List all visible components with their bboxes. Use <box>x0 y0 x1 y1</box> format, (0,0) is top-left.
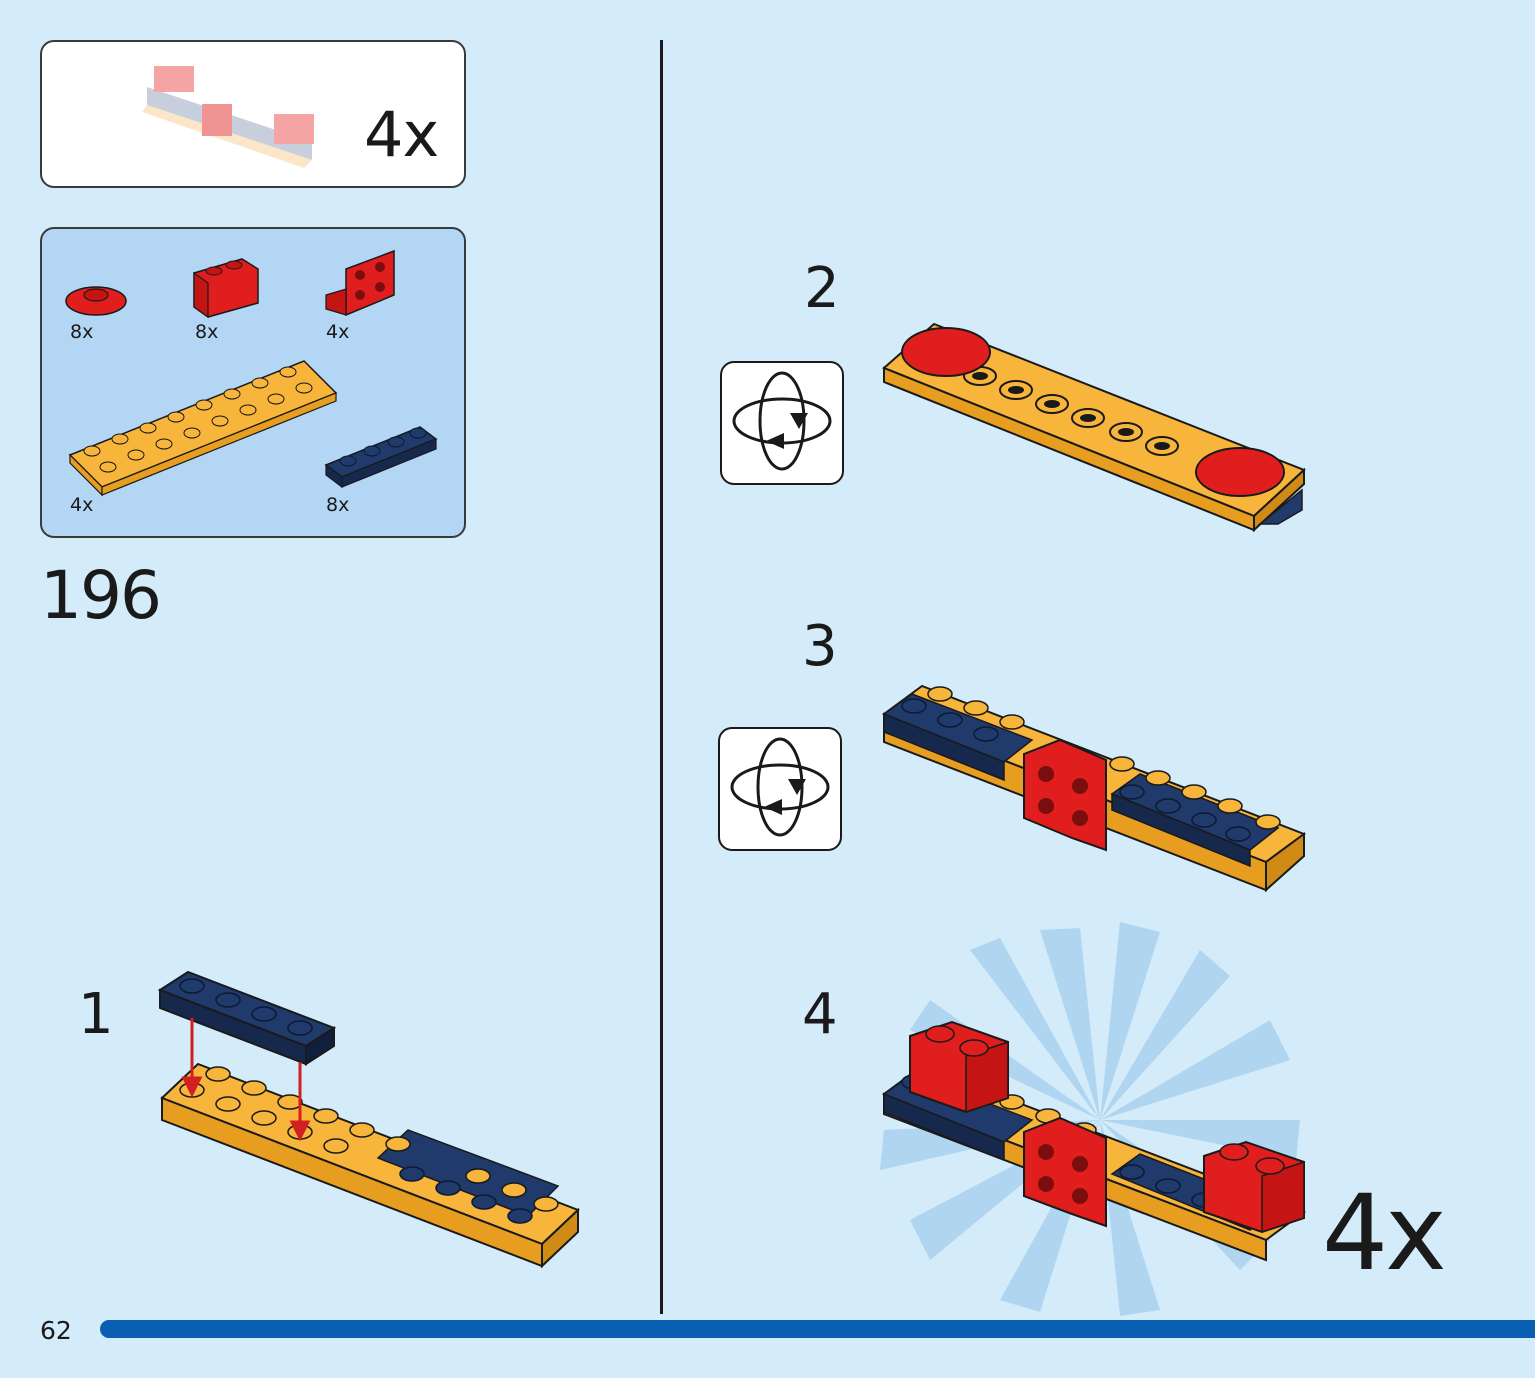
part-count-3: 4x <box>326 321 350 343</box>
summary-multiplier: 4x <box>364 98 439 171</box>
page-step-number: 196 <box>40 557 162 634</box>
part-red-bracket <box>325 249 395 317</box>
part-count-4: 4x <box>70 494 94 516</box>
rotate-model-box-3 <box>718 727 842 851</box>
part-yellow-plate <box>68 360 338 497</box>
part-blue-plate <box>324 426 438 489</box>
summary-box: 4x <box>40 40 466 188</box>
step-3-illustration <box>881 684 1307 893</box>
part-count-1: 8x <box>70 321 94 343</box>
step-4-multiplier: 4x <box>1322 1172 1447 1294</box>
step-number-3: 3 <box>802 614 838 679</box>
step-number-2: 2 <box>804 256 840 321</box>
rotate-icon <box>732 371 832 471</box>
progress-bar <box>100 1320 1535 1338</box>
part-count-5: 8x <box>326 494 350 516</box>
rotate-icon <box>730 737 830 837</box>
step-1-illustration <box>157 970 580 1269</box>
summary-model-preview <box>142 66 314 168</box>
step-4-illustration <box>881 1020 1307 1262</box>
page-number: 62 <box>40 1316 72 1345</box>
part-red-round-plate <box>65 286 127 316</box>
step-2-illustration <box>882 322 1306 533</box>
rotate-model-box-2 <box>720 361 844 485</box>
column-divider <box>660 40 663 1314</box>
step-number-4: 4 <box>802 982 838 1047</box>
part-count-2: 8x <box>195 321 219 343</box>
step-number-1: 1 <box>78 982 114 1047</box>
parts-list-box: 8x 8x 4x 4x <box>40 227 466 538</box>
part-red-brick <box>193 258 259 319</box>
